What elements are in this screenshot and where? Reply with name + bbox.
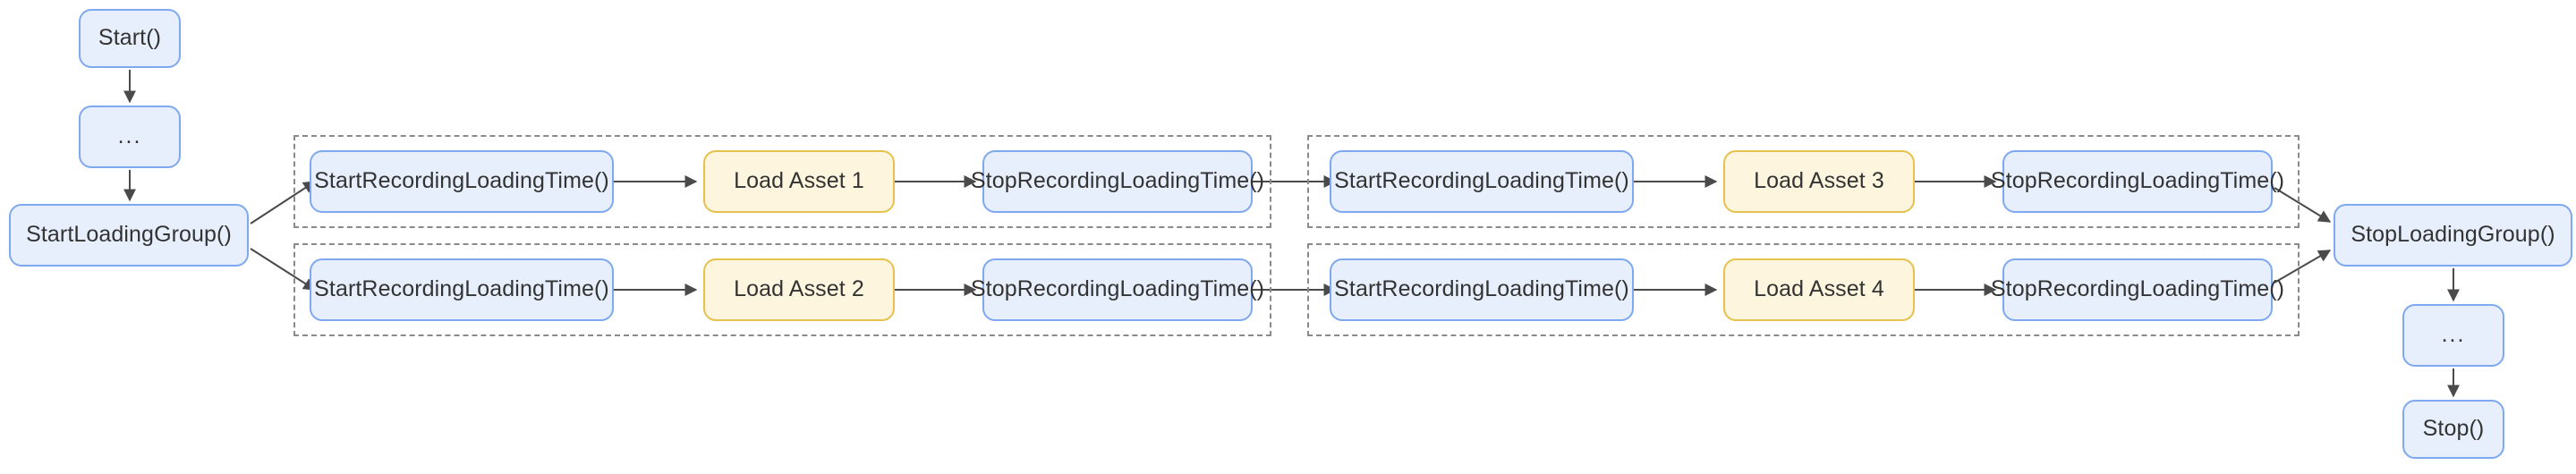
node-row-1-start-recording[interactable]: StartRecordingLoadingTime() (310, 150, 614, 213)
node-row-4-load-asset[interactable]: Load Asset 4 (1723, 258, 1915, 321)
node-pre-ellipsis[interactable]: ... (79, 106, 181, 168)
node-row-2-start-recording[interactable]: StartRecordingLoadingTime() (310, 258, 614, 321)
node-row-1-load-asset[interactable]: Load Asset 1 (703, 150, 895, 213)
node-row-2-load-asset[interactable]: Load Asset 2 (703, 258, 895, 321)
node-row-2-stop-recording[interactable]: StopRecordingLoadingTime() (971, 258, 1264, 321)
node-start-loading-group[interactable]: StartLoadingGroup() (9, 204, 249, 267)
node-stop-loading-group[interactable]: StopLoadingGroup() (2334, 204, 2572, 267)
group-box-2-row-4 (1307, 243, 2300, 336)
node-row-3-start-recording[interactable]: StartRecordingLoadingTime() (1330, 150, 1634, 213)
node-stop[interactable]: Stop() (2402, 400, 2504, 459)
group-box-1-row-1 (293, 135, 1271, 228)
group-box-2-row-3 (1307, 135, 2300, 228)
node-post-ellipsis[interactable]: ... (2402, 304, 2504, 367)
node-row-3-load-asset[interactable]: Load Asset 3 (1723, 150, 1915, 213)
node-row-3-stop-recording[interactable]: StopRecordingLoadingTime() (1991, 150, 2284, 213)
node-row-4-start-recording[interactable]: StartRecordingLoadingTime() (1330, 258, 1634, 321)
node-start[interactable]: Start() (79, 9, 181, 68)
node-row-4-stop-recording[interactable]: StopRecordingLoadingTime() (1991, 258, 2284, 321)
node-row-1-stop-recording[interactable]: StopRecordingLoadingTime() (971, 150, 1264, 213)
group-box-1-row-2 (293, 243, 1271, 336)
